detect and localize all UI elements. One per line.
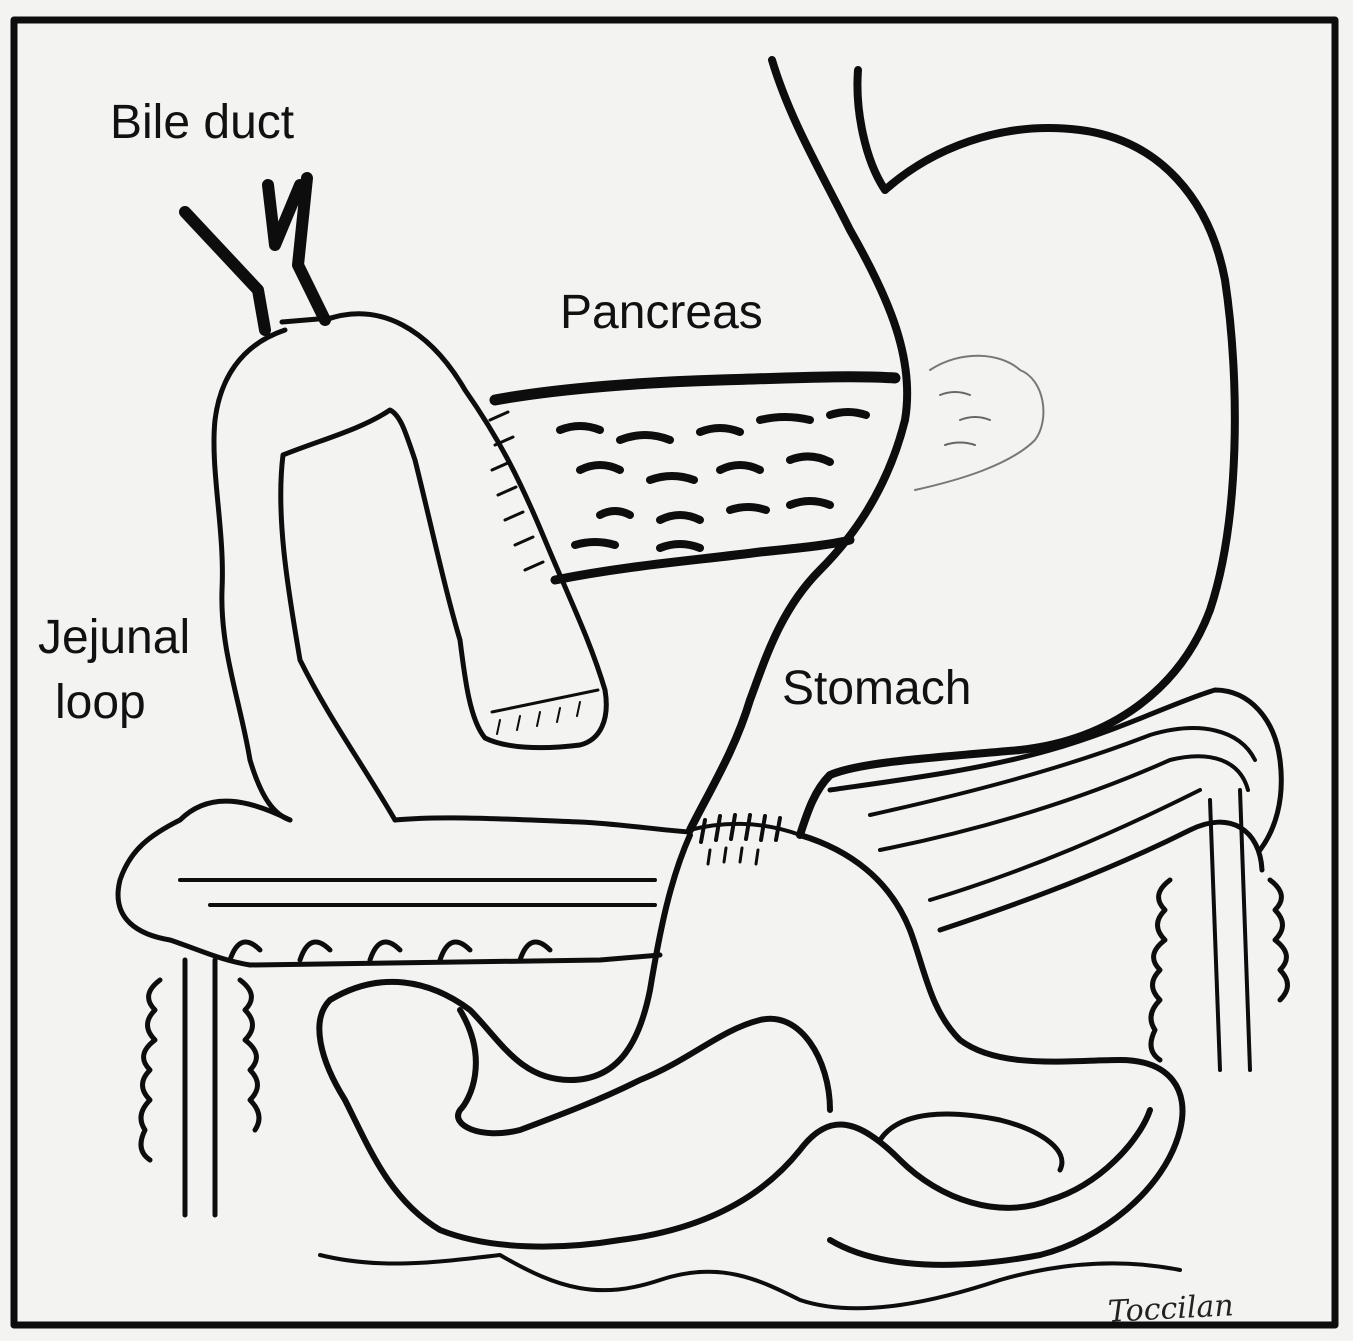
colon-drawing [115,798,693,1218]
right-colon-drawing [827,687,1290,1072]
pancreas-drawing [488,354,1045,585]
anastomosis-stitches [699,813,782,866]
stomach-drawing [686,56,1239,839]
frame-border [10,16,1339,1329]
label-stomach: Stomach [782,662,971,715]
label-pancreas: Pancreas [560,286,763,339]
label-jejunal-loop-line1: Jejunal [38,611,190,664]
bile-duct-drawing [179,172,333,336]
label-bile-duct: Bile duct [110,96,294,149]
jejunal-loop-drawing [211,311,609,823]
label-jejunal-loop-line2: loop [55,676,146,729]
small-bowel-drawing [316,832,1186,1311]
artist-signature: Toccilan [1107,1288,1234,1330]
